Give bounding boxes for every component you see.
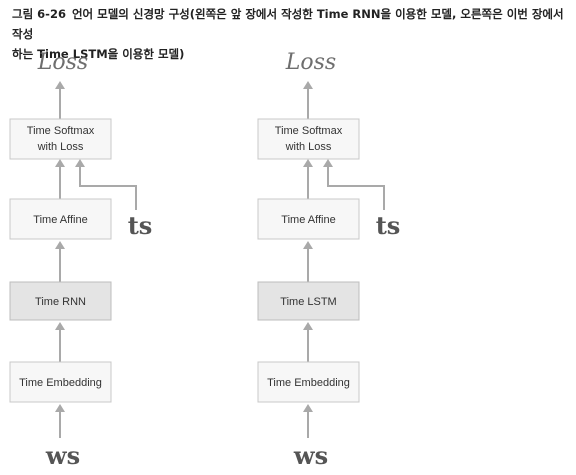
left-ws-label: ws <box>45 441 80 470</box>
left-rnn-label: Time RNN <box>35 296 86 308</box>
right-softmax-label-line1: Time Softmax <box>275 125 343 137</box>
right-lstm-label: Time LSTM <box>280 296 336 308</box>
left-rnn-box: Time RNN <box>9 281 112 321</box>
right-affine-box: Time Affine <box>257 198 360 240</box>
left-ts-label: ts <box>128 211 153 240</box>
left-softmax-label-line2: with Loss <box>37 141 84 153</box>
caption-line-1: 언어 모델의 신경망 구성(왼쪽은 앞 장에서 작성한 Time RNN을 이용… <box>12 7 564 41</box>
right-embedding-label: Time Embedding <box>267 377 350 389</box>
right-loss-label: Loss <box>285 50 336 75</box>
right-flow-arrows <box>303 81 385 438</box>
left-softmax-box: Time Softmax with Loss <box>9 118 112 160</box>
right-lstm-box: Time LSTM <box>257 281 360 321</box>
left-model: Loss Time Softmax with Loss Time Affine … <box>9 50 153 470</box>
right-softmax-box: Time Softmax with Loss <box>257 118 360 160</box>
right-model: Loss Time Softmax with Loss Time Affine … <box>257 50 401 470</box>
left-flow-arrows <box>55 81 137 438</box>
right-embedding-box: Time Embedding <box>257 361 360 403</box>
left-embedding-label: Time Embedding <box>19 377 102 389</box>
left-softmax-label-line1: Time Softmax <box>27 125 95 137</box>
left-affine-label: Time Affine <box>33 214 87 226</box>
caption-line-2: 하는 Time LSTM을 이용한 모델) <box>12 47 185 61</box>
right-ts-label: ts <box>376 211 401 240</box>
right-softmax-label-line2: with Loss <box>285 141 332 153</box>
left-loss-label: Loss <box>37 50 88 75</box>
left-affine-box: Time Affine <box>9 198 112 240</box>
left-embedding-box: Time Embedding <box>9 361 112 403</box>
right-ws-label: ws <box>293 441 328 470</box>
figure-number: 그림 6-26 <box>12 7 66 21</box>
right-affine-label: Time Affine <box>281 214 335 226</box>
